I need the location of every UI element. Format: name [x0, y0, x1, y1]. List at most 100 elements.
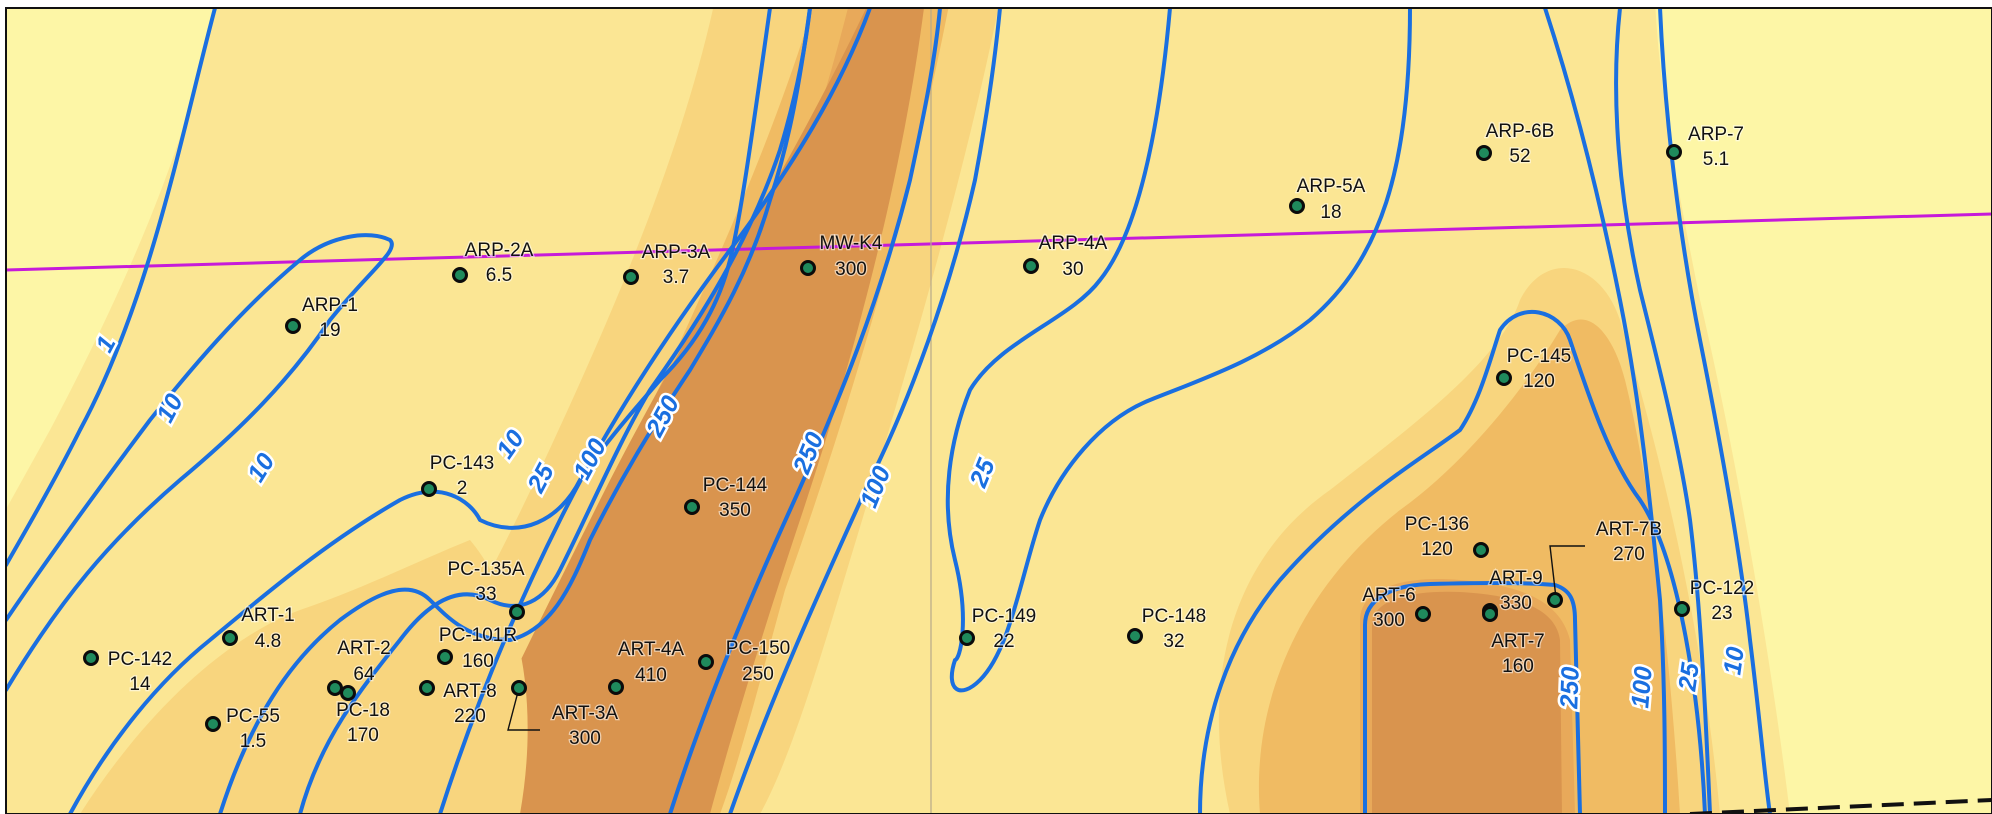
well-id-label: PC-55: [226, 706, 280, 727]
well-marker[interactable]: ARP-3A3.7: [623, 241, 712, 289]
well-value-label: 410: [635, 665, 667, 686]
well-value-label: 6.5: [486, 265, 512, 286]
well-id-label: ARP-7: [1688, 124, 1744, 145]
well-value-label: 300: [835, 259, 867, 280]
contour-lines: [6, 8, 1772, 814]
well-point-icon[interactable]: [421, 481, 437, 497]
well-value-label: 4.8: [255, 631, 281, 652]
well-id-label: PC-148: [1142, 606, 1206, 627]
contour-1-left: [6, 8, 217, 567]
well-point-icon[interactable]: [1496, 370, 1512, 386]
well-point-icon[interactable]: [1289, 198, 1305, 214]
well-point-icon[interactable]: [205, 716, 221, 732]
well-value-label: 170: [347, 725, 379, 746]
well-id-label: PC-143: [430, 453, 494, 474]
well-value-label: 160: [462, 651, 494, 672]
well-id-label: ART-7B: [1596, 519, 1662, 540]
well-point-icon[interactable]: [327, 680, 343, 696]
zone-gt-250-east: [1372, 591, 1562, 814]
contour-25-west: [218, 8, 812, 814]
well-marker[interactable]: ARP-75.1: [1666, 123, 1745, 171]
well-point-icon[interactable]: [509, 604, 525, 620]
well-point-icon[interactable]: [800, 260, 816, 276]
site-boundary-line: [5, 212, 1992, 272]
contour-25-east-line: [1614, 8, 1712, 814]
well-marker[interactable]: ART-1 4.8: [222, 604, 296, 653]
well-point-icon[interactable]: [1415, 606, 1431, 622]
well-point-icon[interactable]: [83, 650, 99, 666]
well-point-icon[interactable]: [959, 630, 975, 646]
well-marker[interactable]: ARP-119: [285, 294, 359, 342]
well-point-icon[interactable]: [1127, 628, 1143, 644]
well-id-label: PC-18: [336, 700, 390, 721]
well-point-icon[interactable]: [1674, 601, 1690, 617]
well-point-icon[interactable]: [452, 267, 468, 283]
well-point-icon[interactable]: [623, 269, 639, 285]
well-id-label: ART-1: [241, 605, 295, 626]
well-value-label: 22: [993, 631, 1014, 652]
well-point-icon[interactable]: [1482, 606, 1498, 622]
well-marker[interactable]: PC-18 170: [335, 685, 391, 747]
contour-label-25: 25: [1673, 660, 1705, 694]
well-marker[interactable]: ART-264: [327, 637, 392, 696]
leader-art-3a: [507, 687, 540, 731]
well-point-icon[interactable]: [511, 680, 527, 696]
well-id-label: ART-3A: [552, 703, 619, 724]
well-point-icon[interactable]: [1476, 145, 1492, 161]
well-point-icon[interactable]: [285, 318, 301, 334]
well-id-label: PC-122: [1690, 578, 1754, 599]
well-id-label: ARP-6B: [1486, 121, 1555, 142]
contour-10-loop: [6, 233, 394, 692]
well-value-label: 19: [319, 320, 340, 341]
well-point-icon[interactable]: [698, 654, 714, 670]
well-point-icon[interactable]: [1023, 258, 1039, 274]
well-point-icon[interactable]: [1666, 144, 1682, 160]
well-id-label: PC-144: [703, 475, 768, 496]
zone-lt-1-right: [1655, 8, 1992, 814]
well-id-label: PC-142: [108, 649, 172, 670]
well-point-icon[interactable]: [608, 679, 624, 695]
well-point-icon[interactable]: [340, 685, 356, 701]
zone-gt-250: [450, 8, 924, 814]
well-value-label: 120: [1523, 371, 1555, 392]
well-value-label: 23: [1711, 603, 1732, 624]
well-point-icon[interactable]: [437, 649, 453, 665]
leader-lines: [507, 545, 1585, 731]
well-point-icon[interactable]: [222, 630, 238, 646]
contour-label-250: 250: [1555, 666, 1584, 710]
well-value-label: 120: [1421, 539, 1453, 560]
well-value-label: 220: [454, 706, 486, 727]
well-point-icon[interactable]: [1473, 542, 1489, 558]
well-marker[interactable]: PC-551.5: [205, 705, 281, 753]
well-marker[interactable]: PC-122 23: [1674, 577, 1755, 625]
well-value-label: 33: [475, 584, 496, 605]
well-point-icon[interactable]: [419, 680, 435, 696]
well-marker[interactable]: ARP-2A6.5: [452, 239, 535, 287]
well-point-icon[interactable]: [684, 499, 700, 515]
well-point-icon[interactable]: [1547, 592, 1563, 608]
